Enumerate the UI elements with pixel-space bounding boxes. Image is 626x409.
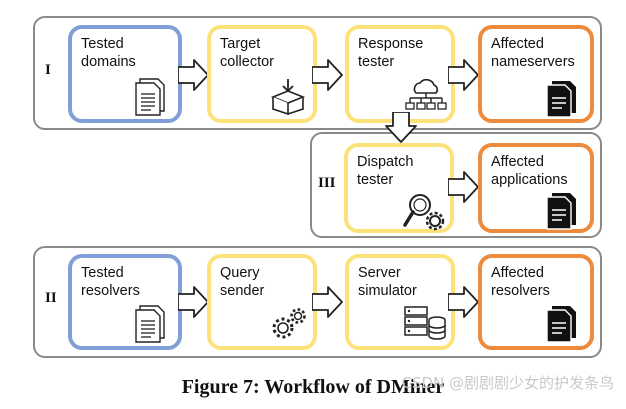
- affected-applications-label: Affected applications: [491, 154, 568, 188]
- response-tester-label: Response tester: [358, 36, 424, 70]
- box-download-icon: [270, 79, 306, 115]
- server-simulator-box: Server simulator: [345, 254, 455, 350]
- arrow-icon: [312, 59, 343, 91]
- affected-applications-box: Affected applications: [478, 143, 594, 233]
- figure-caption: Figure 7: Workflow of DMiner: [181, 376, 445, 398]
- affected-nameservers-label: Affected nameservers: [491, 36, 575, 70]
- tested-domains-box: Tested domains: [68, 25, 182, 123]
- query-sender-label: Query sender: [220, 265, 265, 299]
- tested-resolvers-box: Tested resolvers: [68, 254, 182, 350]
- server-database-icon: [404, 306, 446, 340]
- arrow-icon: [178, 59, 209, 91]
- cloud-network-icon: [405, 79, 447, 110]
- row-iii-label: III: [318, 175, 336, 191]
- document-filled-icon: [546, 305, 577, 343]
- server-simulator-label: Server simulator: [358, 265, 417, 299]
- query-sender-box: Query sender: [207, 254, 317, 350]
- arrow-icon: [448, 59, 479, 91]
- arrow-icon: [448, 171, 479, 203]
- arrow-down-icon: [385, 112, 417, 143]
- arrow-icon: [312, 286, 343, 318]
- watermark: CSDN @剧剧剧少女的护发条鸟: [401, 374, 614, 392]
- target-collector-box: Target collector: [207, 25, 317, 123]
- response-tester-box: Response tester: [345, 25, 455, 123]
- document-icon: [135, 78, 165, 116]
- dispatch-tester-box: Dispatch tester: [344, 143, 454, 233]
- affected-resolvers-label: Affected resolvers: [491, 265, 550, 299]
- arrow-icon: [178, 286, 209, 318]
- tested-domains-label: Tested domains: [81, 36, 136, 70]
- document-filled-icon: [546, 192, 577, 230]
- document-icon: [135, 305, 165, 343]
- magnifier-gear-icon: [403, 194, 445, 231]
- target-collector-label: Target collector: [220, 36, 274, 70]
- row-i-label: I: [45, 62, 51, 78]
- tested-resolvers-label: Tested resolvers: [81, 265, 140, 299]
- gears-icon: [272, 308, 306, 339]
- affected-resolvers-box: Affected resolvers: [478, 254, 594, 350]
- dispatch-tester-label: Dispatch tester: [357, 154, 414, 188]
- row-ii-label: II: [45, 290, 57, 306]
- affected-nameservers-box: Affected nameservers: [478, 25, 594, 123]
- document-filled-icon: [546, 80, 577, 118]
- arrow-icon: [448, 286, 479, 318]
